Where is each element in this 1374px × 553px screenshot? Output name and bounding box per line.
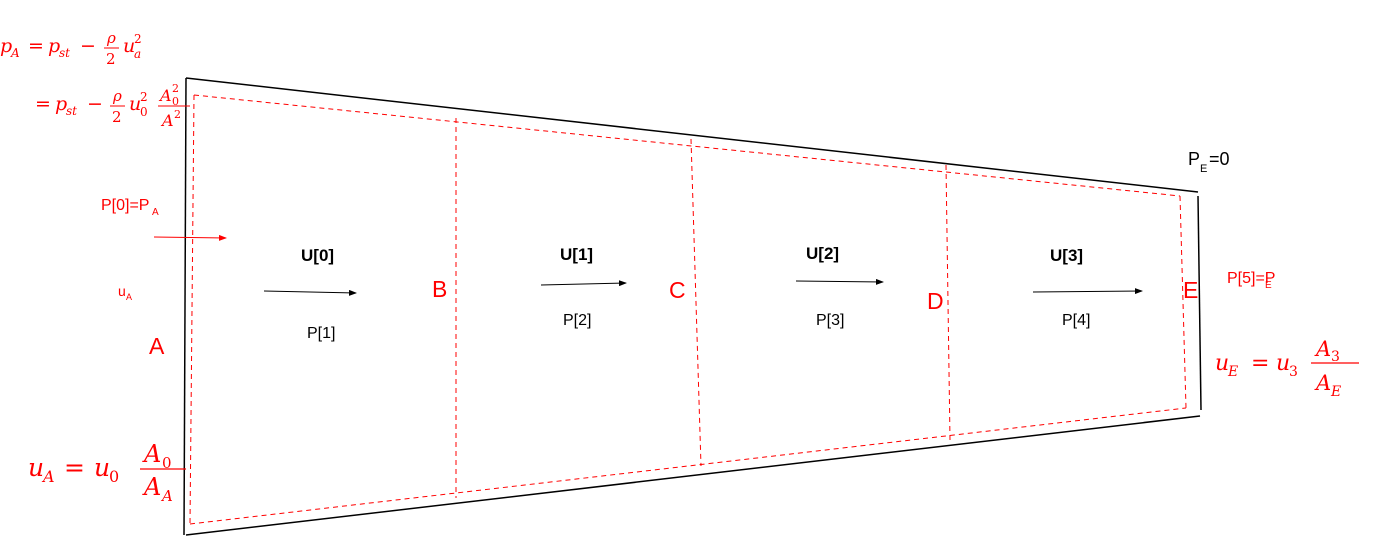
svg-text:u: u <box>118 283 126 299</box>
formula-ua: u A = u 0 A 0 A A <box>28 440 186 505</box>
outlet-pressure-bc: P E =0 <box>1188 149 1230 175</box>
formula-ue: u E = u 3 A 3 A E <box>1215 337 1359 400</box>
svg-text:A: A <box>160 487 173 505</box>
svg-text:2: 2 <box>140 90 148 104</box>
svg-text:A: A <box>10 46 20 60</box>
svg-text:2: 2 <box>172 82 179 95</box>
svg-text:−: − <box>80 35 96 57</box>
svg-text:E: E <box>1265 280 1272 291</box>
station-label-d: D <box>927 288 944 314</box>
velocity-label-2: U[2] <box>806 244 839 263</box>
svg-text:=: = <box>28 35 44 57</box>
svg-text:A: A <box>1314 337 1331 361</box>
svg-text:E: E <box>1330 384 1341 400</box>
svg-text:st: st <box>59 46 70 60</box>
inlet-velocity-label: u A <box>118 283 132 302</box>
svg-text:p: p <box>55 93 67 115</box>
svg-text:E: E <box>1200 163 1207 175</box>
cv-station-c <box>690 138 702 467</box>
station-label-b: B <box>432 276 447 302</box>
duct-inlet-wall <box>183 77 187 536</box>
svg-text:u: u <box>28 453 44 482</box>
svg-text:p: p <box>0 35 12 57</box>
svg-text:2: 2 <box>134 32 142 46</box>
formula-pa-line2: = p st − ρ 2 u 0 2 A 0 2 A 2 <box>35 82 190 130</box>
velocity-labels: U[0] U[1] U[2] U[3] <box>301 244 1083 265</box>
svg-text:P: P <box>1188 149 1200 169</box>
pressure-label-2: P[2] <box>563 312 591 329</box>
duct-outline <box>183 77 1202 536</box>
flow-arrow-3 <box>1032 288 1143 295</box>
svg-text:a: a <box>134 47 141 61</box>
station-label-a: A <box>149 333 165 359</box>
cv-station-a <box>189 94 195 525</box>
svg-text:2: 2 <box>174 108 181 121</box>
inlet-arrow <box>153 234 227 241</box>
cv-top <box>193 94 1181 197</box>
svg-text:=: = <box>64 453 85 482</box>
svg-text:A: A <box>160 111 174 130</box>
pressure-label-4: P[4] <box>1062 312 1090 329</box>
svg-text:A: A <box>142 440 161 468</box>
cv-station-d <box>945 164 951 441</box>
svg-text:0: 0 <box>172 95 179 108</box>
velocity-label-1: U[1] <box>560 245 593 264</box>
duct-outlet-wall <box>1197 195 1202 411</box>
svg-text:−: − <box>87 93 103 115</box>
control-volumes <box>189 94 1187 525</box>
svg-text:A: A <box>126 292 132 302</box>
velocity-label-0: U[0] <box>301 246 334 265</box>
svg-text:0: 0 <box>109 467 119 486</box>
station-labels: A B C D E <box>149 276 1198 359</box>
pressure-label-3: P[3] <box>816 312 844 329</box>
outlet-pressure-label: P[5]=P E <box>1227 270 1275 291</box>
flow-arrow-1 <box>540 280 627 287</box>
svg-text:=0: =0 <box>1209 149 1230 169</box>
svg-text:u: u <box>123 35 135 57</box>
pressure-labels: P[1] P[2] P[3] P[4] <box>307 312 1090 342</box>
svg-text:st: st <box>66 104 77 118</box>
svg-text:p: p <box>48 35 60 57</box>
station-label-e: E <box>1183 277 1198 303</box>
svg-text:P[5]=P: P[5]=P <box>1227 270 1275 287</box>
svg-text:A: A <box>158 86 172 105</box>
svg-text:A: A <box>1314 371 1331 395</box>
svg-text:A: A <box>41 467 55 486</box>
velocity-label-3: U[3] <box>1050 246 1083 265</box>
flow-arrow-2 <box>795 278 884 285</box>
svg-text:3: 3 <box>1331 349 1340 365</box>
svg-text:E: E <box>1227 364 1238 380</box>
flow-arrows <box>263 278 1143 296</box>
flow-arrow-0 <box>263 289 357 296</box>
svg-text:=: = <box>35 93 51 115</box>
svg-text:0: 0 <box>140 105 148 119</box>
inlet-pressure-label: P[0]=P A <box>101 197 159 218</box>
svg-text:u: u <box>1215 351 1229 376</box>
svg-text:3: 3 <box>1289 364 1298 380</box>
svg-text:=: = <box>1251 351 1269 376</box>
svg-text:u: u <box>129 93 141 115</box>
svg-text:ρ: ρ <box>106 29 116 47</box>
svg-text:P[0]=P: P[0]=P <box>101 197 149 214</box>
svg-text:0: 0 <box>162 454 172 472</box>
pressure-label-1: P[1] <box>307 325 335 342</box>
svg-text:u: u <box>94 453 110 482</box>
svg-text:A: A <box>152 207 159 218</box>
formula-pa-line1: p A = p st − ρ 2 u a 2 <box>0 29 142 68</box>
svg-text:A: A <box>142 473 161 501</box>
svg-text:2: 2 <box>106 50 116 68</box>
cv-bottom <box>189 407 1187 525</box>
svg-text:ρ: ρ <box>112 87 122 105</box>
svg-text:u: u <box>1276 351 1290 376</box>
duct-top-wall <box>185 77 1199 193</box>
station-label-c: C <box>669 277 686 303</box>
svg-text:2: 2 <box>112 108 122 126</box>
duct-bottom-wall <box>185 415 1201 536</box>
